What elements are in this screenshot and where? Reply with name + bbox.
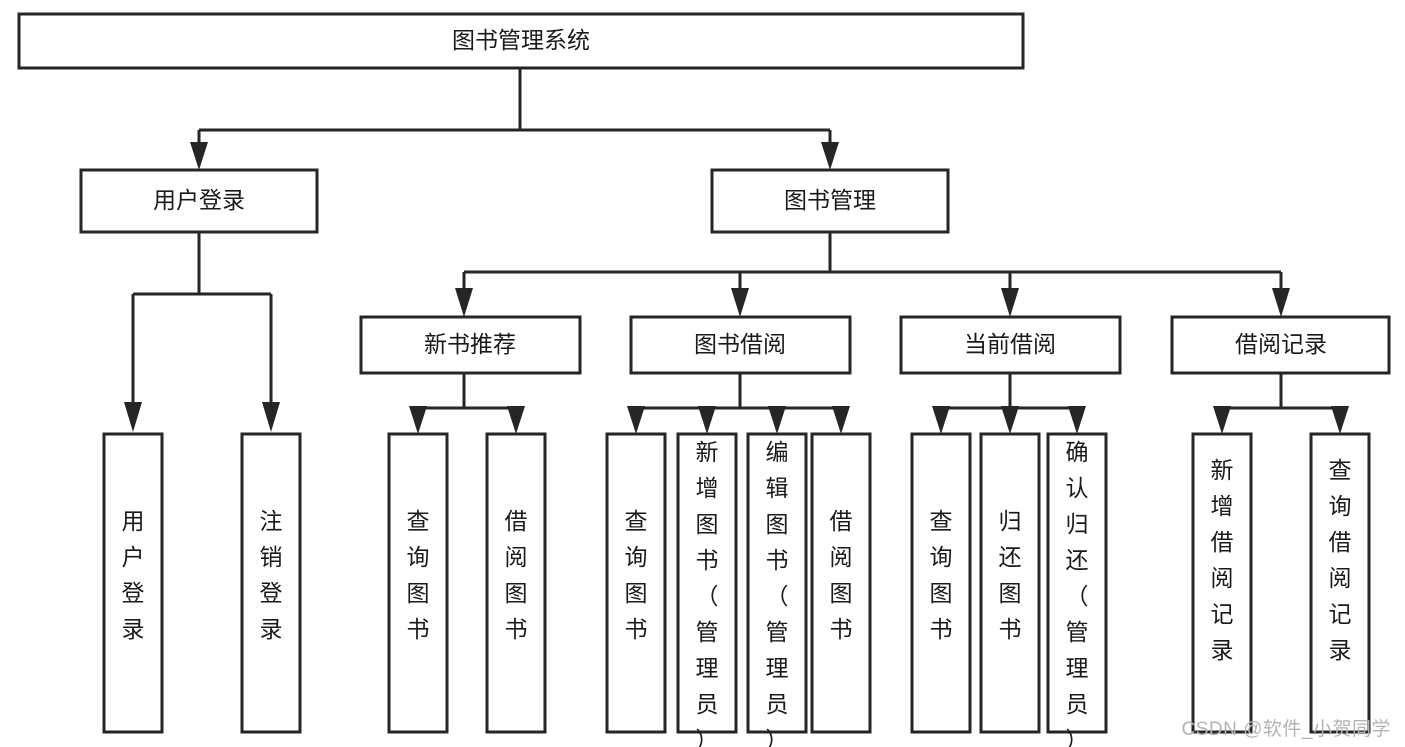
leaf-confirm-return[interactable]: 确认归还（管理员） (1046, 432, 1108, 747)
leaf-logout[interactable]: 注销登录 (240, 432, 302, 734)
leaf-borrow-book-1[interactable]: 借阅图书 (485, 432, 547, 734)
leaf-query-book-2-label: 查询图书 (625, 508, 648, 642)
leaf-query-book-3-label: 查询图书 (930, 508, 953, 642)
node-user-login-label: 用户登录 (153, 187, 245, 213)
node-book-manage-box[interactable] (710, 168, 950, 234)
connector-layer (124, 68, 1349, 434)
arrow-to-leaf-borrow-book-2 (832, 406, 850, 434)
arrow-to-leaf-confirm-return (1068, 406, 1086, 434)
node-borrow-record-label: 借阅记录 (1235, 331, 1327, 357)
leaf-user-login[interactable]: 用户登录 (102, 432, 164, 734)
leaf-edit-book-label: 编辑图书（管理员） (766, 439, 789, 747)
leaf-logout-label: 注销登录 (260, 508, 283, 642)
node-book-borrow[interactable]: 图书借阅 (629, 315, 852, 375)
node-book-borrow-box[interactable] (629, 315, 852, 375)
leaf-return-book-box[interactable] (979, 432, 1041, 734)
arrow-to-leaf-logout (262, 402, 280, 432)
leaf-query-book-1-box[interactable] (387, 432, 449, 734)
leaf-borrow-book-2-box[interactable] (810, 432, 872, 734)
arrow-to-borrow-record (1272, 288, 1290, 317)
node-current-borrow[interactable]: 当前借阅 (899, 315, 1122, 375)
node-current-borrow-box[interactable] (899, 315, 1122, 375)
node-new-book-rec-label: 新书推荐 (424, 331, 516, 357)
node-root-box[interactable] (17, 12, 1025, 70)
arrow-to-leaf-borrow-book-1 (507, 406, 525, 434)
node-new-book-rec[interactable]: 新书推荐 (359, 315, 582, 375)
arrow-to-leaf-query-book-3 (932, 406, 950, 434)
leaf-query-book-2-box[interactable] (605, 432, 667, 734)
leaf-confirm-return-label: 确认归还（管理员） (1066, 439, 1089, 747)
leaf-query-book-3[interactable]: 查询图书 (910, 432, 972, 734)
leaf-add-record-box[interactable] (1191, 432, 1253, 734)
leaf-edit-book[interactable]: 编辑图书（管理员） (746, 432, 808, 747)
leaf-add-book-label: 新增图书（管理员） (696, 439, 719, 747)
arrow-to-new-book-rec (455, 288, 473, 317)
leaf-add-record-label: 新增借阅记录 (1211, 457, 1234, 663)
leaf-query-book-1-label: 查询图书 (407, 508, 430, 642)
node-borrow-record-box[interactable] (1170, 315, 1391, 375)
node-book-manage[interactable]: 图书管理 (710, 168, 950, 234)
node-user-login-box[interactable] (79, 168, 319, 234)
leaf-add-book-box[interactable] (676, 432, 738, 734)
leaf-query-record-label: 查询借阅记录 (1329, 457, 1352, 663)
leaf-query-record[interactable]: 查询借阅记录 (1309, 432, 1371, 734)
leaf-query-book-3-box[interactable] (910, 432, 972, 734)
arrow-to-book-manage (821, 142, 839, 170)
leaf-borrow-book-1-box[interactable] (485, 432, 547, 734)
arrow-to-user-login (190, 142, 208, 170)
leaf-return-book[interactable]: 归还图书 (979, 432, 1041, 734)
leaf-query-book-1[interactable]: 查询图书 (387, 432, 449, 734)
node-root[interactable]: 图书管理系统 (17, 12, 1025, 70)
leaf-borrow-book-2[interactable]: 借阅图书 (810, 432, 872, 734)
leaf-confirm-return-box[interactable] (1046, 432, 1108, 734)
node-borrow-record[interactable]: 借阅记录 (1170, 315, 1391, 375)
leaf-add-book[interactable]: 新增图书（管理员） (676, 432, 738, 747)
arrow-to-leaf-edit-book (768, 406, 786, 434)
arrow-to-leaf-return-book (1001, 406, 1019, 434)
leaf-user-login-label: 用户登录 (122, 508, 145, 642)
node-current-borrow-label: 当前借阅 (964, 331, 1056, 357)
node-book-manage-label: 图书管理 (784, 187, 876, 213)
arrow-to-leaf-query-record (1331, 406, 1349, 434)
leaf-query-record-box[interactable] (1309, 432, 1371, 734)
leaf-edit-book-box[interactable] (746, 432, 808, 734)
arrow-to-leaf-add-book (698, 406, 716, 434)
leaf-user-login-box[interactable] (102, 432, 164, 734)
leaf-borrow-book-2-label: 借阅图书 (830, 508, 853, 642)
node-book-borrow-label: 图书借阅 (694, 331, 786, 357)
node-root-label: 图书管理系统 (452, 27, 590, 53)
arrow-to-leaf-user-login (124, 402, 142, 432)
arrow-to-leaf-add-record (1213, 406, 1231, 434)
node-new-book-rec-box[interactable] (359, 315, 582, 375)
arrow-to-leaf-query-book-1 (409, 406, 427, 434)
leaf-logout-box[interactable] (240, 432, 302, 734)
leaf-add-record[interactable]: 新增借阅记录 (1191, 432, 1253, 734)
arrow-to-current-borrow (1001, 288, 1019, 317)
leaf-borrow-book-1-label: 借阅图书 (505, 508, 528, 642)
node-user-login[interactable]: 用户登录 (79, 168, 319, 234)
leaf-return-book-label: 归还图书 (999, 508, 1022, 642)
arrow-to-book-borrow (731, 288, 749, 317)
leaf-query-book-2[interactable]: 查询图书 (605, 432, 667, 734)
arrow-to-leaf-query-book-2 (627, 406, 645, 434)
